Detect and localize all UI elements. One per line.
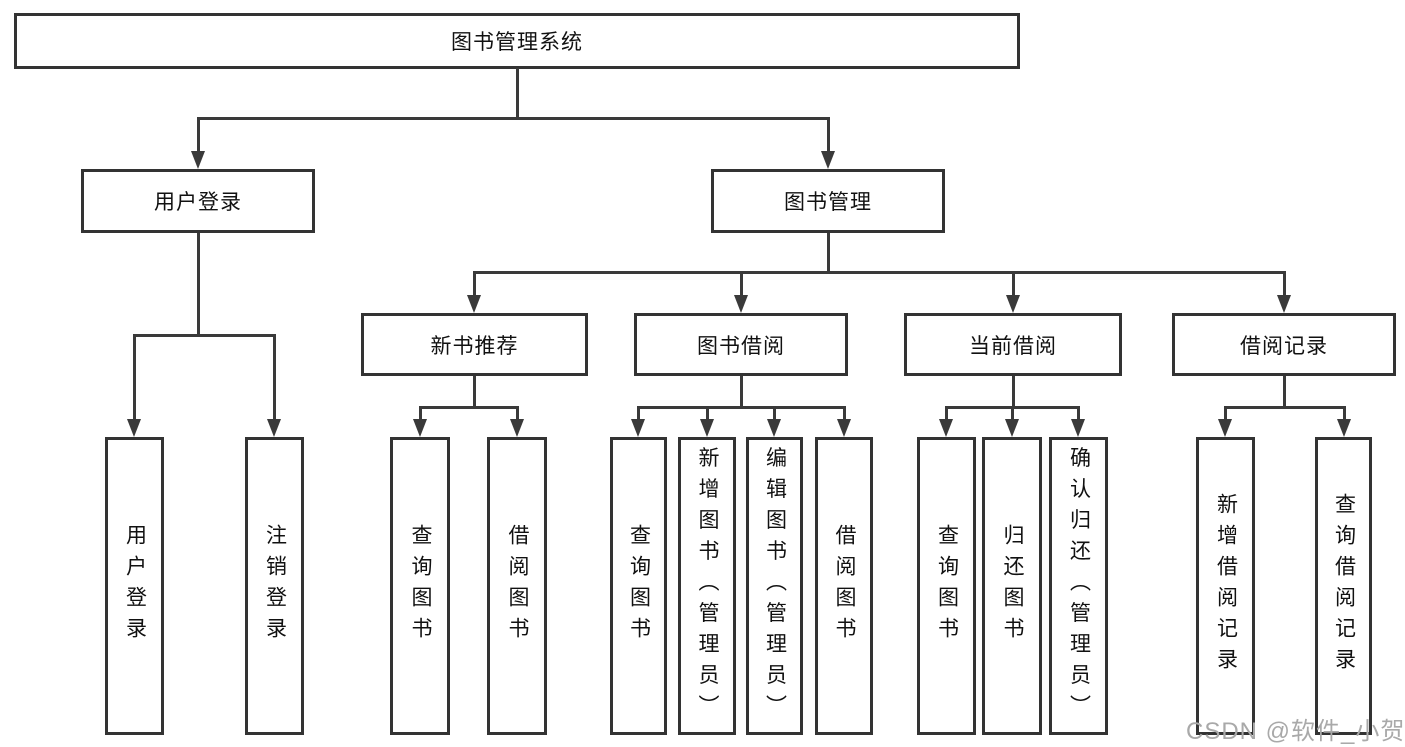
leaf-user-login-label: 用户登录	[123, 524, 147, 648]
arrowhead-down-icon	[1006, 295, 1020, 313]
connector-hline	[637, 406, 846, 409]
connector-vline	[1076, 406, 1080, 421]
leaf-current-confirm-return-admin-label: 确认归还（管理员）	[1067, 446, 1091, 726]
connector-vline	[1010, 406, 1014, 421]
connector-hline	[1224, 406, 1345, 409]
arrowhead-down-icon	[821, 151, 835, 169]
connector-vline	[472, 271, 476, 297]
leaf-borrow-edit-book-admin: 编辑图书（管理员）	[746, 437, 803, 735]
node-new-book-recommend-label: 新书推荐	[430, 334, 519, 358]
node-borrow-records-label: 借阅记录	[1240, 334, 1328, 358]
leaf-recommend-borrow-book-label: 借阅图书	[506, 524, 529, 648]
connector-hline	[419, 406, 519, 409]
leaf-current-search-book-label: 查询图书	[935, 524, 959, 648]
arrowhead-down-icon	[413, 419, 427, 437]
connector-vline	[132, 334, 136, 421]
arrowhead-down-icon	[939, 419, 953, 437]
arrowhead-down-icon	[837, 419, 851, 437]
node-book-borrow-label: 图书借阅	[697, 334, 785, 358]
connector-vline	[826, 117, 830, 153]
node-book-borrow: 图书借阅	[634, 313, 848, 376]
leaf-user-login: 用户登录	[105, 437, 164, 735]
connector-vline	[705, 406, 709, 421]
arrowhead-down-icon	[127, 419, 141, 437]
connector-vline	[842, 406, 846, 421]
leaf-borrow-add-book-admin-label: 新增图书（管理员）	[696, 446, 719, 726]
leaf-borrow-borrow-book: 借阅图书	[815, 437, 873, 735]
connector-vline	[944, 406, 948, 421]
arrowhead-down-icon	[267, 419, 281, 437]
node-book-management-label: 图书管理	[784, 191, 872, 214]
leaf-records-add-record: 新增借阅记录	[1196, 437, 1255, 735]
arrowhead-down-icon	[510, 419, 524, 437]
connector-vline	[739, 376, 743, 408]
connector-vline	[196, 233, 200, 335]
leaf-records-search-record: 查询借阅记录	[1315, 437, 1372, 735]
node-root-label: 图书管理系统	[451, 31, 583, 54]
arrowhead-down-icon	[700, 419, 714, 437]
leaf-current-confirm-return-admin: 确认归还（管理员）	[1049, 437, 1108, 735]
connector-vline	[826, 233, 830, 273]
leaf-borrow-borrow-book-label: 借阅图书	[833, 524, 856, 648]
arrowhead-down-icon	[734, 295, 748, 313]
connector-hline	[474, 271, 1285, 274]
node-user-login-label: 用户登录	[154, 191, 242, 214]
leaf-recommend-search-book-label: 查询图书	[409, 524, 432, 648]
node-user-login: 用户登录	[81, 169, 315, 233]
arrowhead-down-icon	[467, 295, 481, 313]
arrowhead-down-icon	[1337, 419, 1351, 437]
connector-vline	[1223, 406, 1227, 421]
leaf-borrow-edit-book-admin-label: 编辑图书（管理员）	[763, 446, 787, 726]
connector-vline	[196, 117, 200, 153]
node-new-book-recommend: 新书推荐	[361, 313, 588, 376]
arrowhead-down-icon	[1005, 419, 1019, 437]
node-current-borrow: 当前借阅	[904, 313, 1122, 376]
leaf-recommend-search-book: 查询图书	[390, 437, 450, 735]
leaf-records-search-record-label: 查询借阅记录	[1332, 493, 1356, 679]
connector-vline	[1282, 376, 1286, 408]
connector-vline	[739, 271, 743, 297]
leaf-current-search-book: 查询图书	[917, 437, 976, 735]
leaf-records-add-record-label: 新增借阅记录	[1214, 493, 1238, 679]
leaf-recommend-borrow-book: 借阅图书	[487, 437, 547, 735]
node-book-management: 图书管理	[711, 169, 945, 233]
node-root: 图书管理系统	[14, 13, 1020, 69]
connector-vline	[272, 334, 276, 421]
leaf-logout: 注销登录	[245, 437, 304, 735]
connector-hline	[133, 334, 276, 337]
connector-vline	[472, 376, 476, 408]
arrowhead-down-icon	[1218, 419, 1232, 437]
leaf-current-return-book: 归还图书	[982, 437, 1042, 735]
connector-hline	[197, 117, 830, 120]
arrowhead-down-icon	[767, 419, 781, 437]
connector-vline	[636, 406, 640, 421]
connector-vline	[1011, 376, 1015, 408]
leaf-borrow-search-book: 查询图书	[610, 437, 667, 735]
leaf-logout-label: 注销登录	[263, 524, 287, 648]
arrowhead-down-icon	[1071, 419, 1085, 437]
node-borrow-records: 借阅记录	[1172, 313, 1396, 376]
leaf-borrow-search-book-label: 查询图书	[627, 524, 651, 648]
connector-vline	[515, 68, 519, 118]
connector-vline	[1282, 271, 1286, 297]
watermark: CSDN @软件_小贺同学	[1186, 718, 1405, 745]
arrowhead-down-icon	[1277, 295, 1291, 313]
arrowhead-down-icon	[191, 151, 205, 169]
leaf-current-return-book-label: 归还图书	[1001, 524, 1024, 648]
connector-vline	[772, 406, 776, 421]
connector-vline	[418, 406, 422, 421]
connector-vline	[1011, 271, 1015, 297]
leaf-borrow-add-book-admin: 新增图书（管理员）	[678, 437, 736, 735]
connector-vline	[515, 406, 519, 421]
node-current-borrow-label: 当前借阅	[969, 334, 1057, 358]
connector-vline	[1342, 406, 1346, 421]
arrowhead-down-icon	[631, 419, 645, 437]
